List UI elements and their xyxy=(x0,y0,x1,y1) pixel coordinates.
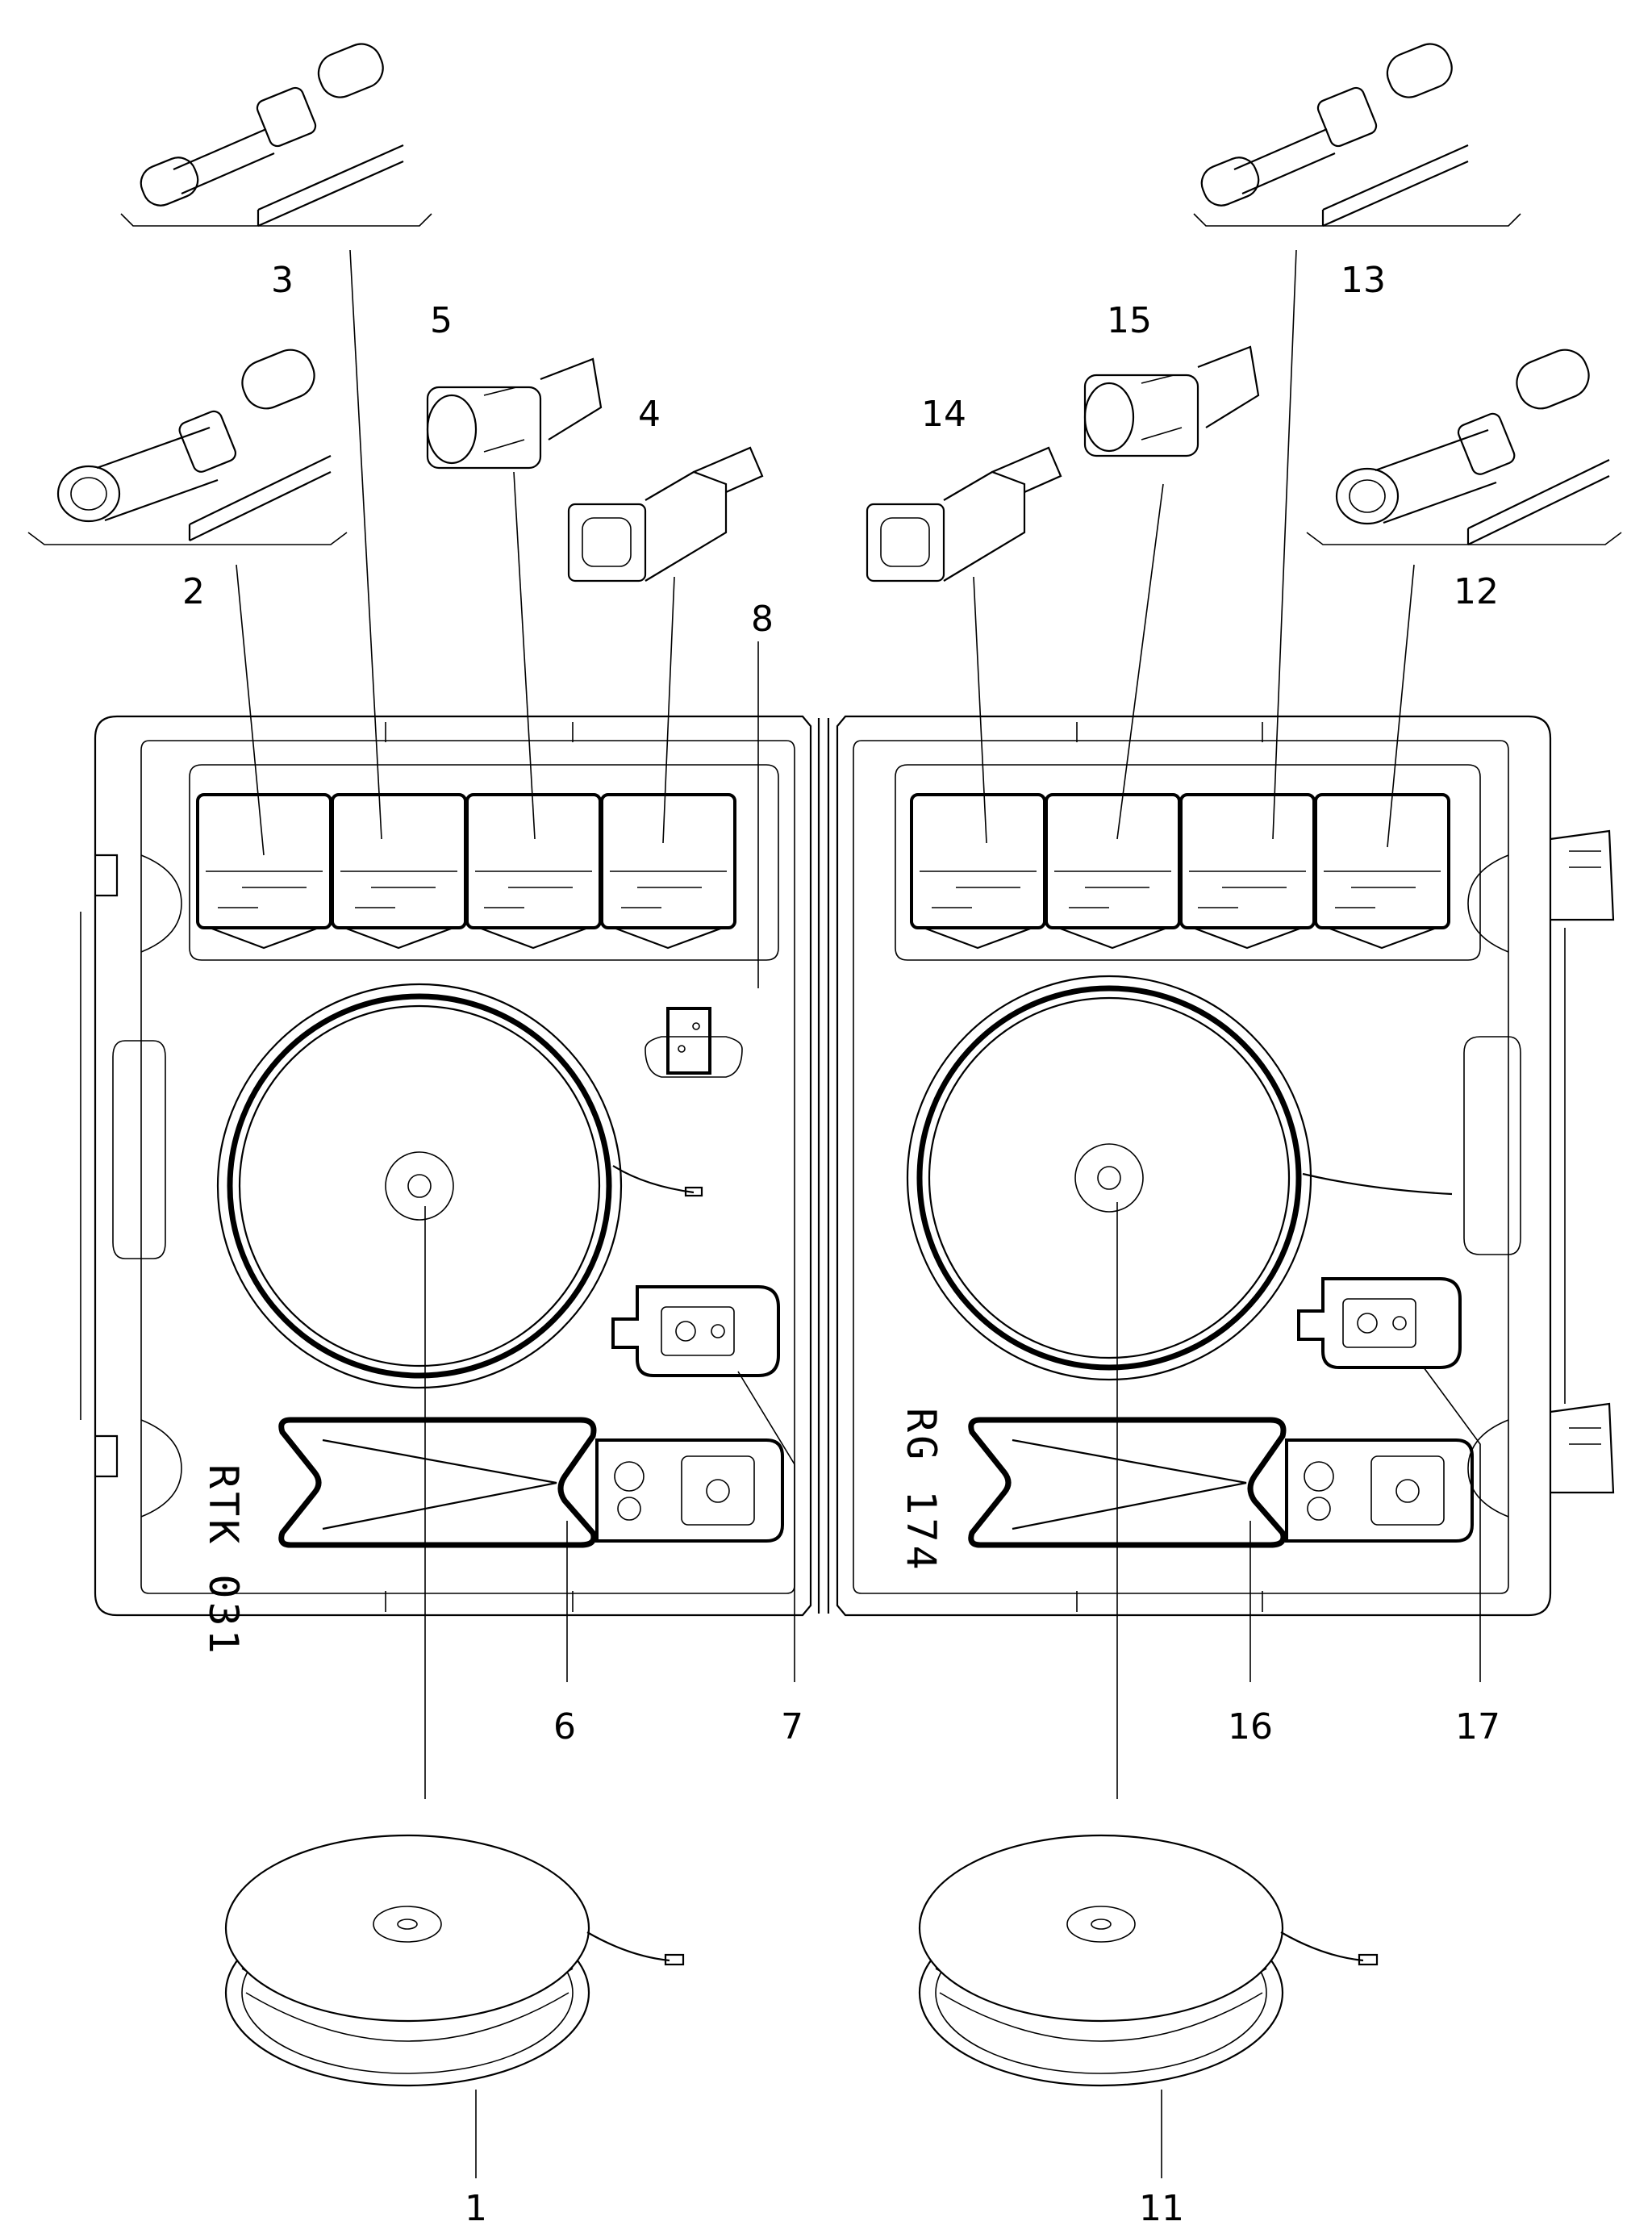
left-clip-part xyxy=(645,1007,743,1078)
callout-7: 7 xyxy=(781,1706,803,1747)
callout-14: 14 xyxy=(921,394,966,435)
callout-1: 1 xyxy=(465,2188,487,2229)
cable-reel-11 xyxy=(918,1834,1379,2087)
right-crimp-tool xyxy=(968,1417,1474,1548)
callout-15: 15 xyxy=(1107,300,1152,341)
connector-kit-12 xyxy=(1306,349,1622,545)
case-hinge-divider xyxy=(817,718,830,1614)
housing-4 xyxy=(567,446,764,582)
left-crimp-tool xyxy=(278,1417,784,1548)
left-terminal-compartments xyxy=(196,793,736,950)
right-case-label: RG 174 xyxy=(898,1408,945,1573)
right-terminal-compartments xyxy=(910,793,1450,950)
callout-11: 11 xyxy=(1139,2188,1184,2229)
connector-kit-2 xyxy=(27,349,348,545)
callout-5: 5 xyxy=(430,300,453,341)
leader-lines xyxy=(236,249,1481,2178)
callout-8: 8 xyxy=(751,599,774,640)
left-case-label: RTK 031 xyxy=(200,1464,247,1657)
right-cable-reel-in-case xyxy=(906,975,1453,1381)
left-crimp-die xyxy=(611,1285,780,1377)
right-crimp-die xyxy=(1297,1277,1462,1369)
callout-17: 17 xyxy=(1455,1706,1500,1747)
left-case: RTK 031 xyxy=(80,715,812,1657)
left-cable-reel-in-case xyxy=(216,983,703,1389)
callout-3: 3 xyxy=(271,260,294,301)
housing-15 xyxy=(1083,345,1260,457)
connector-kit-13 xyxy=(1193,43,1521,228)
callout-13: 13 xyxy=(1341,260,1386,301)
callout-numbers: 3 13 5 15 4 14 2 12 8 6 7 16 17 1 11 xyxy=(182,260,1500,2229)
callout-12: 12 xyxy=(1454,571,1499,612)
callout-2: 2 xyxy=(182,571,205,612)
callout-16: 16 xyxy=(1228,1706,1273,1747)
callout-4: 4 xyxy=(638,394,661,435)
housing-5 xyxy=(426,357,603,470)
right-case: RG 174 xyxy=(836,715,1615,1617)
connector-kit-3 xyxy=(120,43,432,228)
cable-reel-1 xyxy=(224,1834,685,2087)
callout-6: 6 xyxy=(553,1706,576,1747)
housing-14 xyxy=(866,446,1062,582)
